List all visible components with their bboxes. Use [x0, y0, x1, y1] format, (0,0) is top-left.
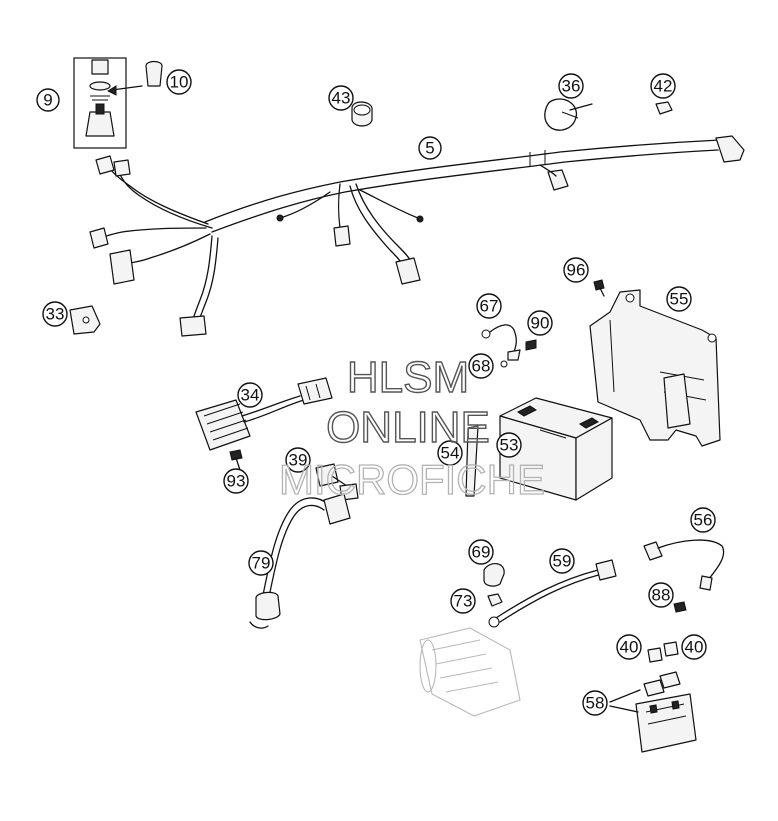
screw-part [593, 279, 605, 297]
svg-text:69: 69 [472, 543, 491, 562]
svg-text:40: 40 [685, 638, 704, 657]
callout-39: 39 [285, 447, 311, 473]
watermark-line-2: ONLINE [326, 403, 490, 452]
terminal-boot-part [483, 563, 505, 587]
svg-text:68: 68 [472, 357, 491, 376]
switch-assembly-part [73, 57, 163, 149]
bolt-part [229, 449, 243, 471]
callout-68: 68 [468, 353, 494, 379]
svg-text:9: 9 [43, 91, 52, 110]
clip-part [655, 101, 673, 115]
callout-54: 54 [437, 440, 463, 466]
ignition-coil-lead-part [249, 493, 351, 629]
callout-79: 79 [248, 550, 274, 576]
battery-cable-part [643, 539, 725, 591]
svg-text:79: 79 [252, 554, 271, 573]
svg-text:59: 59 [553, 552, 572, 571]
callout-40-left: 40 [616, 634, 642, 660]
svg-text:39: 39 [289, 451, 308, 470]
svg-text:34: 34 [241, 386, 260, 405]
svg-text:58: 58 [586, 694, 605, 713]
svg-text:42: 42 [654, 77, 673, 96]
callout-9: 9 [36, 88, 60, 112]
svg-text:73: 73 [454, 592, 473, 611]
callout-58: 58 [582, 690, 608, 716]
callout-67: 67 [476, 293, 502, 319]
svg-text:53: 53 [500, 436, 519, 455]
callout-33: 33 [42, 301, 68, 327]
small-screw-part [673, 601, 687, 613]
watermark-line-1: HLSM [347, 353, 469, 402]
svg-text:10: 10 [170, 73, 189, 92]
svg-text:5: 5 [425, 139, 434, 158]
starter-cable-part [488, 559, 617, 628]
cable-tie-part [544, 98, 593, 131]
callout-93: 93 [223, 468, 249, 494]
nut-part [487, 593, 503, 607]
starter-relay-part [609, 671, 697, 753]
watermark-line-3: MICROFICHE [279, 456, 545, 503]
svg-text:88: 88 [652, 586, 671, 605]
svg-text:55: 55 [670, 290, 689, 309]
watermark: HLSM ONLINE MICROFICHE [278, 352, 545, 503]
battery-part [499, 397, 613, 501]
ground-wire-part [481, 324, 537, 368]
starter-motor-ghost [419, 627, 521, 717]
callout-5: 5 [418, 136, 442, 160]
svg-text:54: 54 [441, 444, 460, 463]
callout-90: 90 [527, 310, 553, 336]
grommet-part [351, 101, 373, 127]
callout-40-right: 40 [681, 634, 707, 660]
callout-59: 59 [549, 548, 575, 574]
callout-73: 73 [450, 588, 476, 614]
svg-text:36: 36 [562, 77, 581, 96]
svg-text:33: 33 [46, 305, 65, 324]
callout-36: 36 [558, 73, 584, 99]
callout-43: 43 [328, 85, 354, 111]
callout-69: 69 [468, 539, 494, 565]
svg-text:67: 67 [480, 297, 499, 316]
svg-text:96: 96 [567, 261, 586, 280]
callout-34: 34 [237, 382, 263, 408]
callout-96: 96 [563, 257, 589, 283]
fuse-parts [647, 641, 679, 663]
callout-42: 42 [650, 73, 676, 99]
callout-53: 53 [496, 432, 522, 458]
voltage-regulator-part [195, 377, 333, 451]
callout-55: 55 [666, 286, 692, 312]
svg-text:90: 90 [531, 314, 550, 333]
svg-text:93: 93 [227, 472, 246, 491]
callout-10: 10 [166, 69, 192, 95]
svg-text:43: 43 [332, 89, 351, 108]
svg-text:40: 40 [620, 638, 639, 657]
battery-box-part [589, 289, 721, 447]
battery-strap-part [465, 425, 479, 497]
callout-88: 88 [648, 582, 674, 608]
wiring-harness-part [89, 135, 745, 337]
svg-text:56: 56 [694, 511, 713, 530]
callout-56: 56 [690, 507, 716, 533]
